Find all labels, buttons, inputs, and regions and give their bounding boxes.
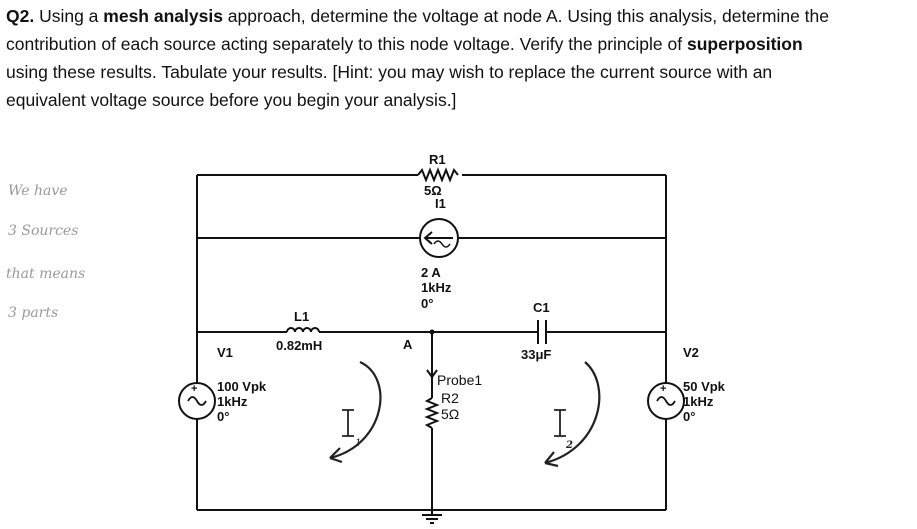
question-text: Q2. Using a mesh analysis approach, dete… (6, 2, 911, 114)
v2-tilde-icon (656, 396, 676, 406)
question-line-4: equivalent voltage source before you beg… (6, 90, 457, 110)
r2-name: R2 (441, 390, 459, 406)
question-line-2: contribution of each source acting separ… (6, 30, 911, 58)
node-a-label: A (403, 337, 413, 352)
mesh2-loop-arrow (544, 361, 601, 465)
i1-current-source (419, 218, 459, 258)
ground-symbol (422, 514, 442, 524)
question-line-1: Q2. Using a mesh analysis approach, dete… (6, 2, 911, 30)
q-text: contribution of each source acting separ… (6, 34, 687, 54)
note-line-2: 3 Sources (8, 223, 79, 239)
r2-resistor (424, 397, 440, 429)
v1-phase: 0° (217, 409, 230, 424)
v2-phase: 0° (683, 409, 696, 424)
mesh1-loop-arrow (329, 361, 382, 460)
mesh2-arrowhead (544, 451, 559, 468)
mesh2-current-symbol (554, 409, 566, 437)
r1-value: 5Ω (424, 183, 442, 198)
note-line-1: We have (8, 183, 68, 199)
mesh2-subscript: 2 (566, 440, 573, 451)
v2-amplitude: 50 Vpk (683, 379, 725, 394)
junction-dot (429, 329, 435, 335)
mesh1-subscript: 1 (355, 438, 362, 449)
i1-tilde-icon (433, 240, 451, 248)
r1-resistor (417, 167, 459, 183)
q-text: Using a (34, 6, 104, 26)
v1-name: V1 (217, 345, 233, 360)
v2-plus-icon: + (660, 383, 666, 395)
l1-name: L1 (294, 309, 310, 324)
v2-frequency: 1kHz (683, 394, 714, 409)
question-line-3: using these results. Tabulate your resul… (6, 62, 773, 82)
q-text: approach, determine the voltage at node … (222, 6, 829, 26)
v2-voltage-source (647, 382, 685, 420)
note-line-4: 3 parts (8, 305, 59, 321)
r2-value: 5Ω (441, 406, 460, 422)
mesh1-current-symbol (342, 409, 354, 437)
probe-arrow-icon (426, 369, 438, 379)
i1-amplitude: 2 A (421, 265, 441, 280)
v1-amplitude: 100 Vpk (217, 379, 267, 394)
v2-name: V2 (683, 345, 699, 360)
v1-frequency: 1kHz (217, 394, 248, 409)
q-bold-superposition: superposition (686, 34, 803, 54)
l1-inductor (286, 327, 320, 333)
v1-voltage-source (178, 382, 216, 420)
c1-capacitor (537, 320, 547, 344)
i1-name: I1 (435, 196, 446, 211)
c1-value: 33μF (521, 347, 552, 362)
i1-arrow-icon (423, 231, 453, 245)
note-line-3: that means (6, 266, 86, 282)
c1-name: C1 (533, 300, 550, 315)
v1-tilde-icon (187, 396, 207, 406)
mesh1-arrowhead (329, 447, 343, 464)
l1-value: 0.82mH (276, 338, 323, 353)
q-bold-mesh: mesh analysis (103, 6, 223, 26)
i1-frequency: 1kHz (421, 280, 452, 295)
r1-name: R1 (429, 152, 446, 167)
i1-phase: 0° (421, 296, 434, 311)
v1-plus-icon: + (191, 383, 197, 395)
question-number: Q2. (6, 6, 35, 26)
probe-label: Probe1 (437, 372, 483, 388)
